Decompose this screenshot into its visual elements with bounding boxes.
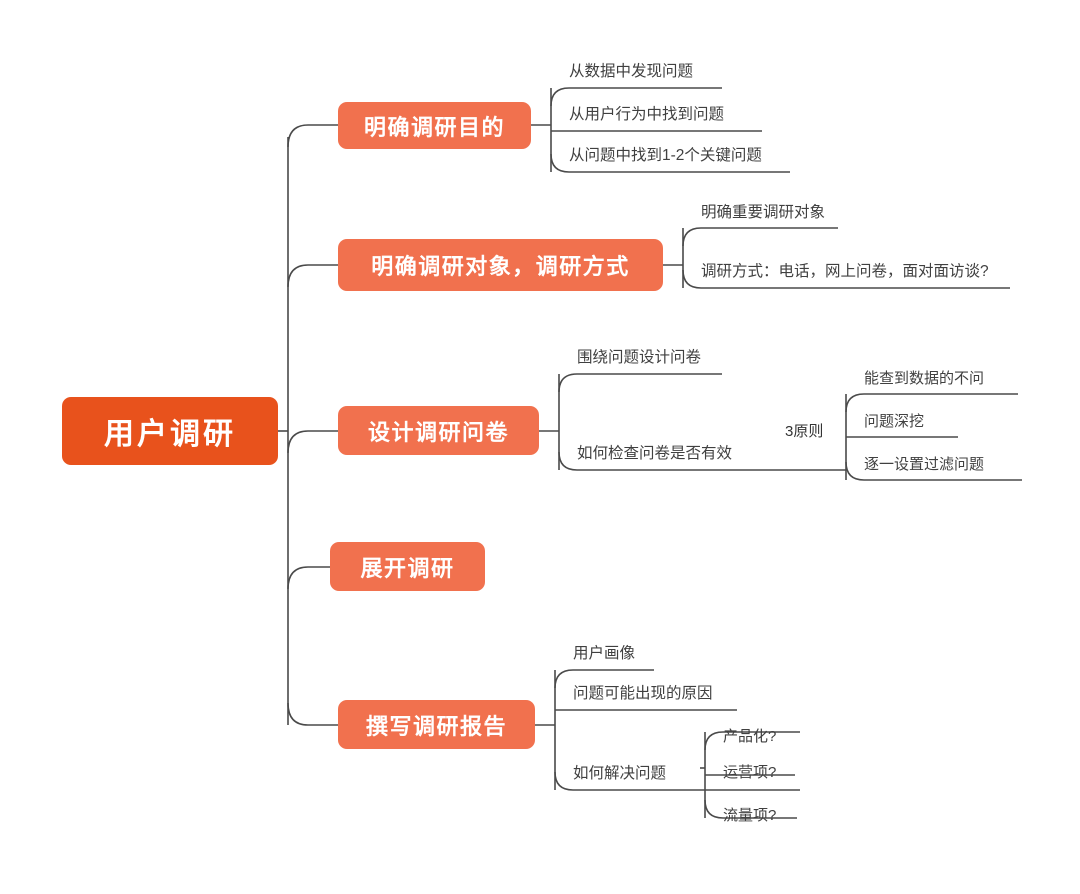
branch-node-5[interactable]: 撰写调研报告 [338, 700, 535, 749]
branch-node-3[interactable]: 设计调研问卷 [338, 406, 539, 455]
root-node[interactable]: 用户调研 [62, 397, 278, 465]
leaf-item[interactable]: 围绕问题设计问卷 [577, 349, 702, 366]
sub-leaf-item[interactable]: 运营项? [723, 764, 777, 781]
edge-b2-leaf-1 [682, 227, 838, 247]
edge-trunk-branch-3 [287, 430, 338, 454]
branch-node-1[interactable]: 明确调研目的 [338, 102, 531, 149]
branch-node-4-label: 展开调研 [360, 555, 455, 581]
branch-node-5-label: 撰写调研报告 [365, 713, 507, 739]
sub-leaf-item[interactable]: 逐一设置过滤问题 [864, 456, 985, 473]
sub-leaf-item[interactable]: 能查到数据的不问 [864, 370, 985, 387]
sub-leaf-item[interactable]: 问题深挖 [864, 413, 925, 430]
branch-node-3-label: 设计调研问卷 [367, 419, 509, 445]
leaf-item[interactable]: 问题可能出现的原因 [573, 685, 713, 702]
edge-b1-leaf-1 [550, 87, 722, 107]
leaf-item[interactable]: 从问题中找到1-2个关键问题 [569, 147, 762, 164]
root-node-label: 用户调研 [104, 418, 236, 451]
edge-trunk-branch-5 [287, 702, 338, 726]
edge-b3-sub-leaf-1 [845, 393, 1018, 413]
edge-b3-leaf-1 [558, 373, 722, 393]
leaf-item[interactable]: 调研方式：电话，网上问卷，面对面访谈? [701, 263, 989, 280]
leaf-item[interactable]: 明确重要调研对象 [701, 204, 826, 221]
edge-trunk-branch-1 [287, 124, 338, 148]
branch-node-2-label: 明确调研对象，调研方式 [371, 254, 630, 279]
leaf-item[interactable]: 用户画像 [573, 645, 636, 662]
sub-leaf-item[interactable]: 产品化? [723, 728, 777, 745]
branch-node-1-label: 明确调研目的 [363, 114, 505, 140]
edge-label-3-principles: 3原则 [785, 423, 824, 440]
leaf-item[interactable]: 从用户行为中找到问题 [569, 106, 725, 123]
edge-trunk-branch-4 [287, 566, 330, 590]
branch-node-2[interactable]: 明确调研对象，调研方式 [338, 239, 663, 291]
leaf-item[interactable]: 如何解决问题 [573, 765, 667, 782]
leaf-item[interactable]: 从数据中发现问题 [569, 63, 694, 80]
edge-trunk-branch-2 [287, 264, 338, 288]
branch-node-4[interactable]: 展开调研 [330, 542, 485, 591]
sub-leaf-item[interactable]: 流量项? [723, 807, 777, 824]
leaf-item[interactable]: 如何检查问卷是否有效 [577, 445, 733, 462]
